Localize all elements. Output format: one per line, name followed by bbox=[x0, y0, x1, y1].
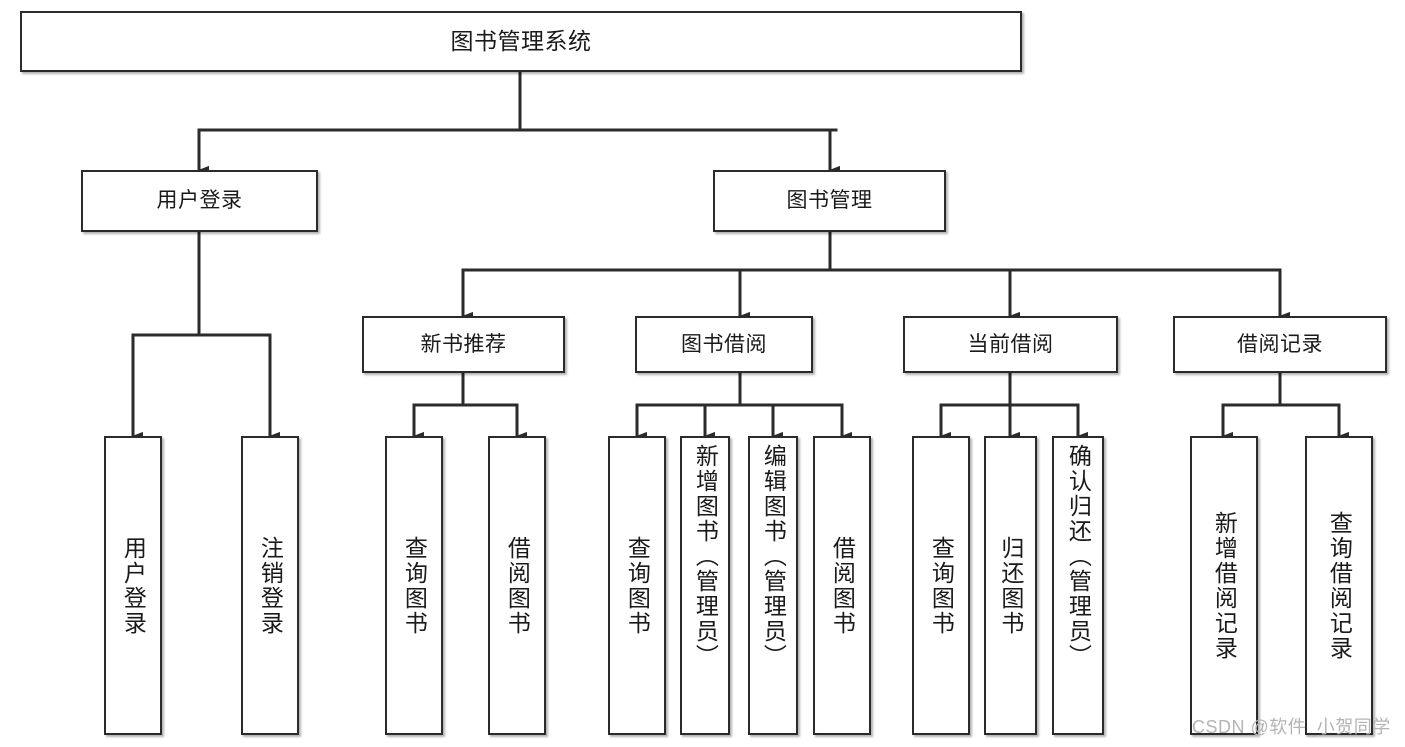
csdn-watermark: CSDN @软件_小贺同学 bbox=[1192, 717, 1391, 737]
leaf-query-book-current[interactable]: 查询图书 bbox=[912, 436, 970, 735]
leaf-label: 查询图书 bbox=[401, 535, 428, 636]
leaf-edit-book-admin[interactable]: 编辑图书（管理员） bbox=[748, 436, 798, 735]
leaf-return-book[interactable]: 归还图书 bbox=[984, 436, 1037, 735]
leaf-label: 归还图书 bbox=[997, 535, 1024, 636]
leaf-query-borrow-record[interactable]: 查询借阅记录 bbox=[1305, 436, 1373, 735]
node-current-borrow[interactable]: 当前借阅 bbox=[903, 316, 1118, 373]
leaf-label: 查询图书 bbox=[928, 535, 955, 636]
leaf-add-book-admin[interactable]: 新增图书（管理员） bbox=[680, 436, 730, 735]
node-borrow-record[interactable]: 借阅记录 bbox=[1173, 316, 1387, 373]
node-new-book-recommend[interactable]: 新书推荐 bbox=[362, 316, 565, 373]
node-label: 图书管理 bbox=[786, 189, 873, 213]
leaf-user-login[interactable]: 用户登录 bbox=[104, 436, 162, 735]
node-label: 用户登录 bbox=[156, 189, 243, 213]
leaf-query-book-recommend[interactable]: 查询图书 bbox=[385, 436, 443, 735]
leaf-label: 新增图书（管理员） bbox=[692, 444, 719, 669]
leaf-label: 借阅图书 bbox=[829, 535, 856, 636]
leaf-label: 查询图书 bbox=[624, 535, 651, 636]
node-label: 借阅记录 bbox=[1237, 332, 1323, 356]
leaf-query-book-borrow[interactable]: 查询图书 bbox=[608, 436, 666, 735]
leaf-label: 新增借阅记录 bbox=[1211, 510, 1238, 661]
node-label: 图书管理系统 bbox=[450, 27, 592, 54]
leaf-add-borrow-record[interactable]: 新增借阅记录 bbox=[1190, 436, 1258, 735]
node-book-management[interactable]: 图书管理 bbox=[713, 170, 946, 232]
node-label: 当前借阅 bbox=[967, 332, 1054, 356]
leaf-label: 查询借阅记录 bbox=[1326, 510, 1353, 661]
leaf-label: 编辑图书（管理员） bbox=[760, 444, 787, 669]
leaf-confirm-return-admin[interactable]: 确认归还（管理员） bbox=[1052, 436, 1104, 735]
leaf-label: 确认归还（管理员） bbox=[1065, 444, 1092, 669]
node-book-borrow[interactable]: 图书借阅 bbox=[635, 316, 813, 373]
leaf-logout[interactable]: 注销登录 bbox=[241, 436, 299, 735]
leaf-borrow-book-recommend[interactable]: 借阅图书 bbox=[488, 436, 546, 735]
leaf-label: 借阅图书 bbox=[504, 535, 531, 636]
node-label: 新书推荐 bbox=[420, 332, 507, 356]
leaf-label: 用户登录 bbox=[120, 535, 147, 636]
leaf-borrow-book[interactable]: 借阅图书 bbox=[813, 436, 871, 735]
node-label: 图书借阅 bbox=[681, 332, 767, 356]
leaf-label: 注销登录 bbox=[257, 535, 284, 636]
node-user-login[interactable]: 用户登录 bbox=[81, 170, 318, 232]
node-root-system[interactable]: 图书管理系统 bbox=[20, 11, 1022, 72]
